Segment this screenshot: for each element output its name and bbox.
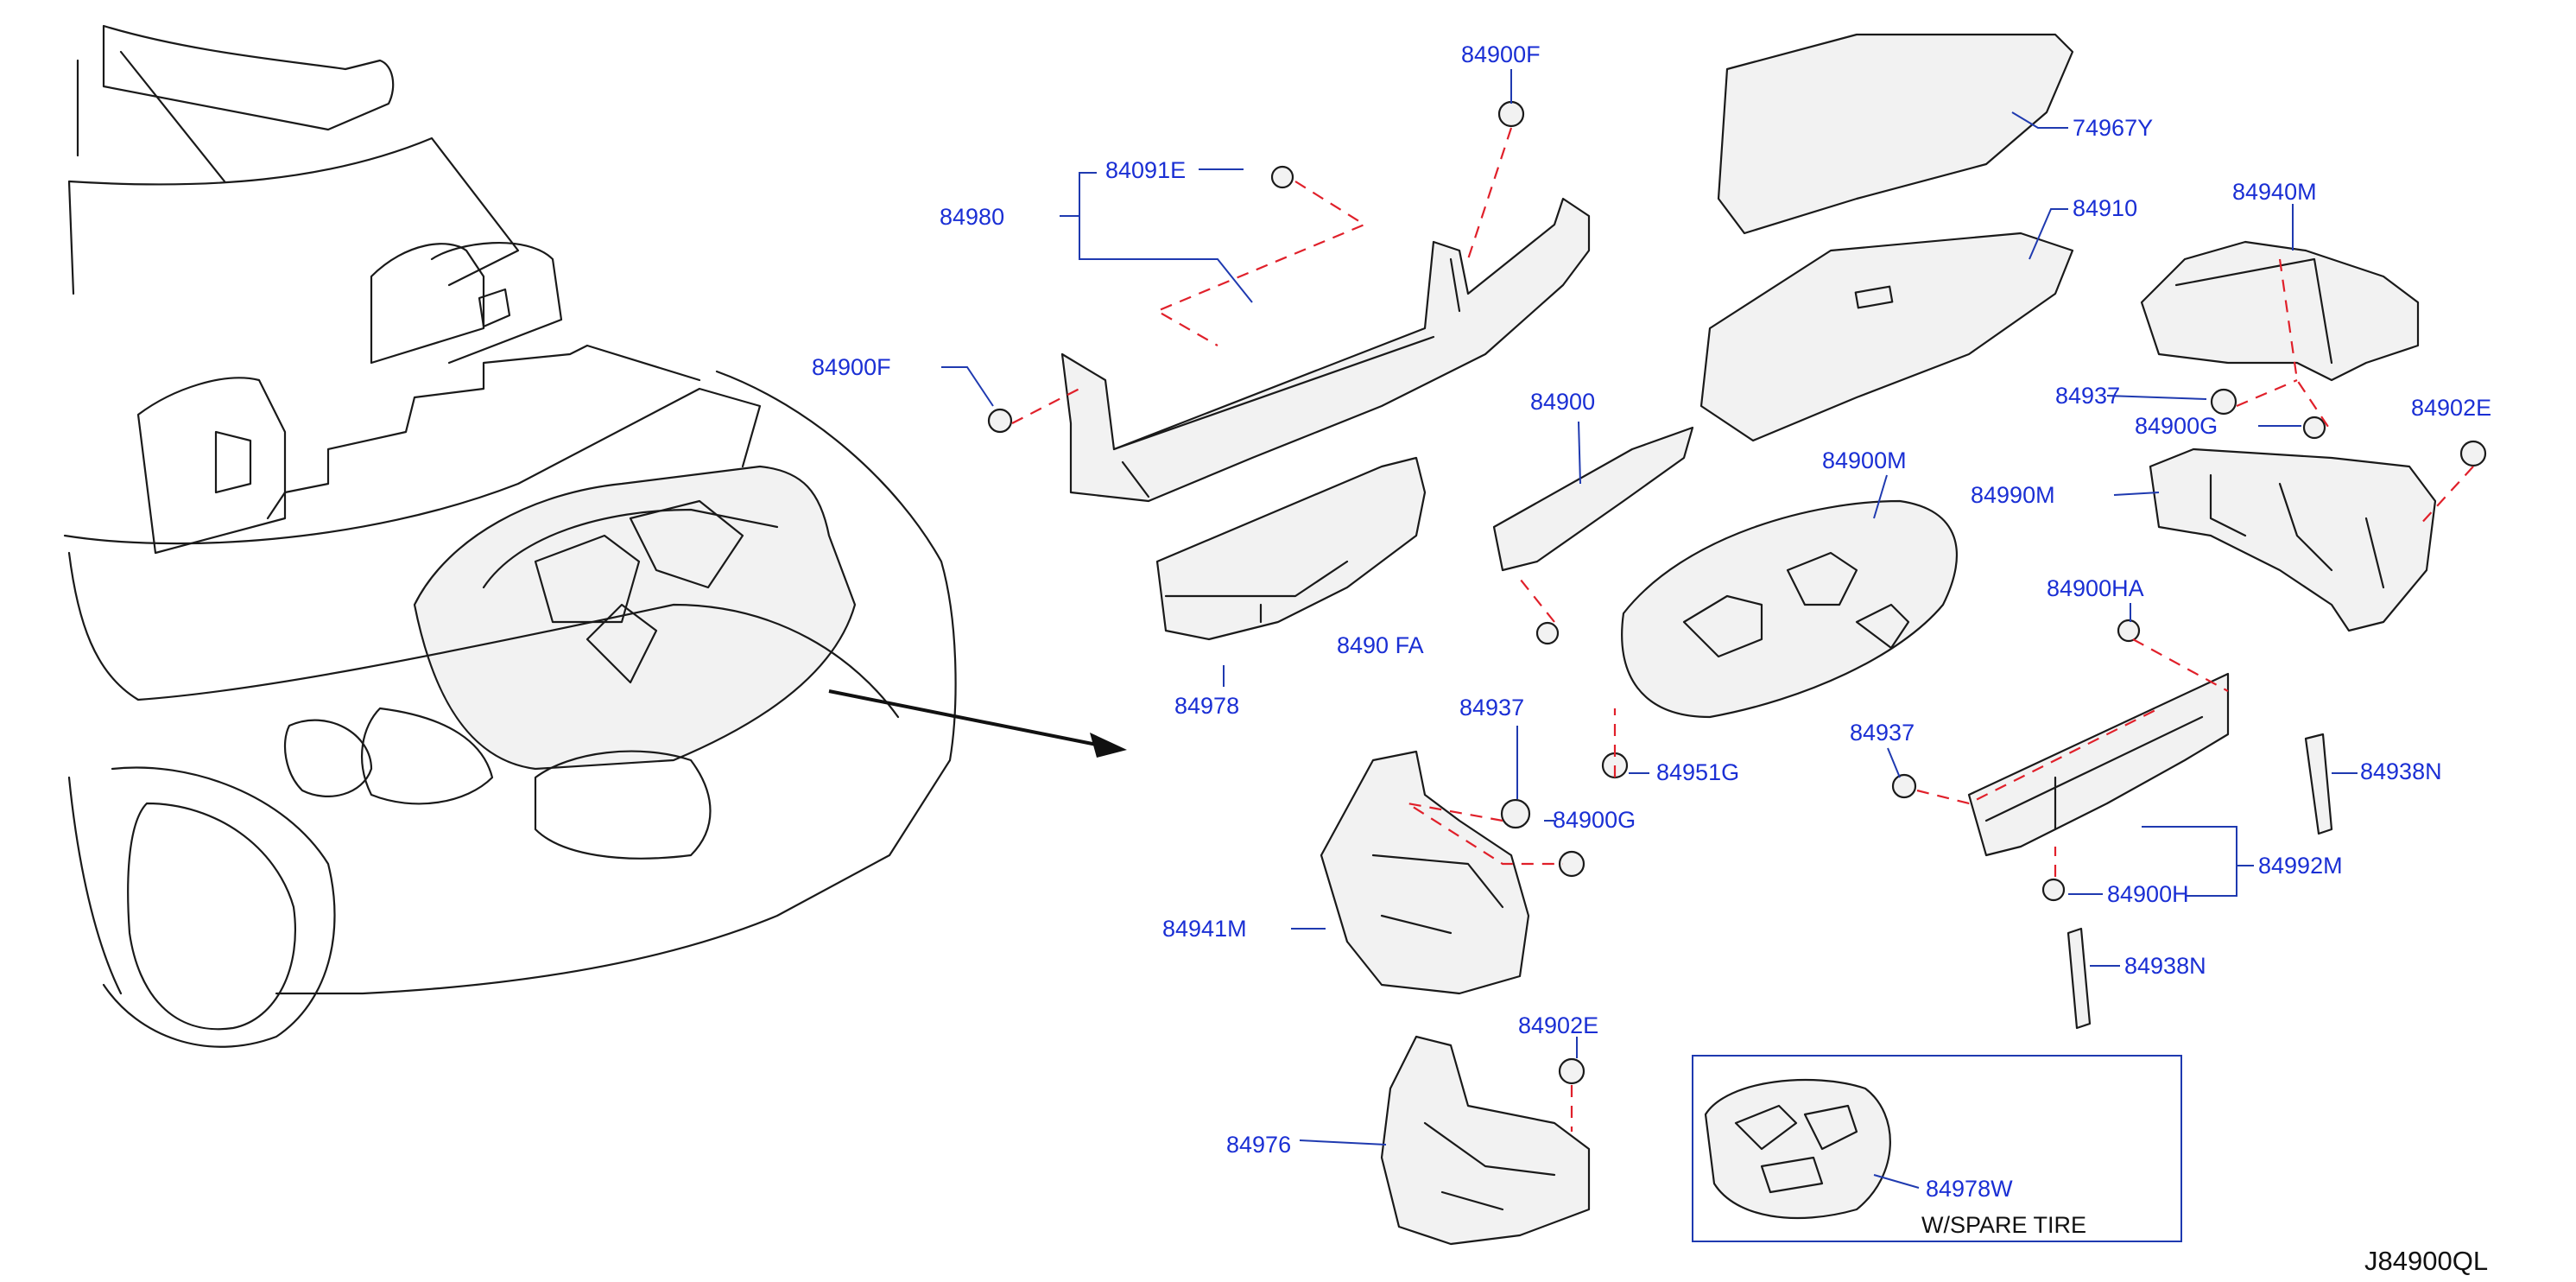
label-84900: 84900 xyxy=(1530,389,1595,415)
label-84900G-right: 84900G xyxy=(2135,413,2218,439)
part-84978 xyxy=(1155,456,1427,641)
label-84937-mid: 84937 xyxy=(1850,720,1915,746)
label-84900HA: 84900HA xyxy=(2047,575,2144,601)
spare-tire-inset-frame xyxy=(1692,1055,2182,1242)
label-84900F-left: 84900F xyxy=(812,354,891,380)
part-84900M xyxy=(1621,499,1959,719)
label-84091E: 84091E xyxy=(1105,157,1186,183)
label-84992M: 84992M xyxy=(2258,853,2343,879)
label-84940M: 84940M xyxy=(2232,179,2317,205)
car-outline xyxy=(63,24,1127,1048)
part-84900 xyxy=(1492,426,1694,572)
label-84938N-top: 84938N xyxy=(2360,758,2442,784)
label-84902E-bottom: 84902E xyxy=(1518,1012,1598,1038)
label-74967Y: 74967Y xyxy=(2073,115,2153,141)
part-84978W xyxy=(1704,1078,1891,1220)
label-84900H: 84900H xyxy=(2107,881,2189,907)
label-84900M: 84900M xyxy=(1822,447,1907,473)
label-84980: 84980 xyxy=(940,204,1004,230)
label-84978: 84978 xyxy=(1174,693,1239,719)
part-84990M xyxy=(2149,447,2437,632)
label-84990M: 84990M xyxy=(1971,482,2055,508)
part-84941M xyxy=(1320,750,1530,995)
assembly-lines xyxy=(1011,127,2474,1132)
part-84992M xyxy=(1967,672,2230,857)
label-84951G: 84951G xyxy=(1656,759,1739,785)
part-84910 xyxy=(1699,232,2074,442)
label-84937-right: 84937 xyxy=(2055,383,2120,409)
label-84900F-top: 84900F xyxy=(1461,41,1541,67)
label-84941M: 84941M xyxy=(1162,916,1247,942)
part-84980 xyxy=(1060,197,1591,503)
inset-caption: W/SPARE TIRE xyxy=(1921,1212,2086,1238)
label-84902E-right: 84902E xyxy=(2411,395,2491,421)
diagram-code: J84900QL xyxy=(2364,1246,2488,1276)
label-84976: 84976 xyxy=(1226,1132,1291,1158)
part-labels: 84900F 84091E 84980 84900F 74967Y 84910 … xyxy=(812,41,2491,1276)
label-84900FA: 8490 FA xyxy=(1337,632,1424,658)
part-84976 xyxy=(1380,1035,1591,1246)
part-84938N-top xyxy=(2304,733,2333,835)
part-74967Y xyxy=(1717,33,2074,235)
label-84937-center: 84937 xyxy=(1459,695,1524,720)
label-84900G-center: 84900G xyxy=(1553,807,1636,833)
label-84910: 84910 xyxy=(2073,195,2137,221)
label-84978W: 84978W xyxy=(1926,1176,2013,1202)
part-84938N-bottom xyxy=(2066,927,2092,1030)
part-84940M xyxy=(2140,240,2420,382)
leader-lines xyxy=(941,69,2358,1189)
label-84938N-bottom: 84938N xyxy=(2124,953,2206,979)
